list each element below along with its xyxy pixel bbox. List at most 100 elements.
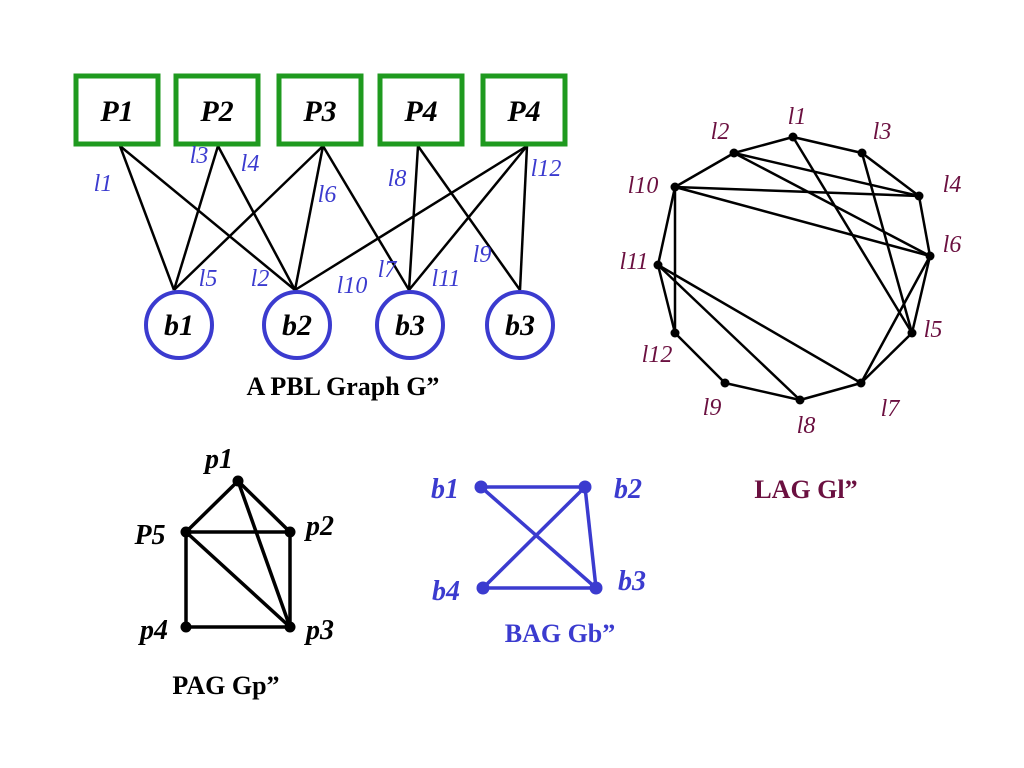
lag-edge — [917, 195, 932, 257]
pbl-edge-label: l2 — [251, 266, 270, 292]
pbl-edge-label: l7 — [378, 257, 398, 283]
pbl-bottom-node: b1 — [144, 290, 214, 360]
lag-edge — [733, 135, 794, 155]
lag-node-dot — [720, 378, 730, 388]
pbl-top-node-box — [173, 73, 261, 147]
pag-edge — [184, 530, 292, 629]
bag-node-dot — [589, 581, 603, 595]
lag-node: l6 — [925, 232, 961, 261]
pbl-edge — [173, 145, 324, 291]
lag-node: l7 — [856, 378, 901, 422]
pag-node-label: P5 — [133, 520, 165, 551]
pag-node-dot — [180, 526, 192, 538]
pbl-bottom-node-label: b3 — [505, 309, 535, 342]
pbl-edge — [408, 145, 528, 291]
pbl-edge-label: l6 — [318, 182, 337, 208]
pbl-top-node: P3 — [276, 73, 364, 147]
pbl-top-node-box — [276, 73, 364, 147]
bag-node-dot — [476, 581, 490, 595]
pag-node: p1 — [203, 444, 244, 487]
pag-node-label: p2 — [304, 511, 334, 542]
pbl-edge — [518, 145, 529, 291]
lag-node: l8 — [795, 395, 816, 439]
lag-node-dot — [795, 395, 805, 405]
lag-node-label: l7 — [881, 396, 901, 422]
lag-node-label: l10 — [628, 173, 659, 199]
pag-node-dot — [284, 526, 296, 538]
pag-node-label: p3 — [304, 615, 334, 646]
pag-node: p2 — [284, 511, 334, 542]
pag-node-dot — [232, 475, 244, 487]
pag-node-dot — [180, 621, 192, 633]
bag-node-label: b1 — [431, 474, 459, 505]
pbl-edge-label: l5 — [199, 266, 218, 292]
lag-node-dot — [857, 148, 867, 158]
pbl-top-node-label: P4 — [506, 95, 540, 128]
bag-node-dot — [578, 480, 592, 494]
lag-edge — [860, 332, 913, 384]
pbl-bottom-node: b3 — [375, 290, 445, 360]
pbl-edge — [118, 145, 176, 291]
pbl-edge — [321, 145, 411, 291]
bag-node-label: b4 — [432, 576, 460, 607]
lag-node-label: l4 — [943, 172, 962, 198]
lag-node: l4 — [914, 172, 962, 201]
pbl-edge-label: l1 — [94, 171, 113, 197]
lag-node-label: l8 — [797, 413, 816, 439]
lag-node-label: l3 — [873, 119, 892, 145]
pbl-edge-label: l8 — [388, 166, 407, 192]
bag-node: b1 — [431, 474, 488, 505]
bag-edge — [481, 485, 587, 590]
pag-node: p3 — [284, 615, 334, 646]
lag-node: l1 — [788, 104, 807, 142]
lag-edge — [910, 255, 932, 334]
lag-node: l10 — [628, 173, 680, 199]
lag-node-dot — [670, 328, 680, 338]
lag-edge — [656, 264, 677, 334]
pbl-top-node: P1 — [73, 73, 161, 147]
lag-edge — [859, 255, 932, 384]
pag-edge — [184, 479, 240, 534]
pbl-edge — [216, 145, 297, 291]
lag-node: l5 — [907, 317, 942, 343]
lag-edge — [674, 151, 735, 189]
lag-edge — [656, 186, 677, 266]
pag-node: P5 — [133, 520, 192, 551]
pbl-bottom-node-label: b1 — [164, 309, 194, 342]
lag-node-label: l1 — [788, 104, 807, 130]
pbl-edges — [118, 144, 529, 292]
bag-caption: BAG Gb” — [505, 619, 616, 648]
bag-node: b3 — [589, 566, 646, 597]
lag-edge — [674, 185, 920, 198]
pbl-edge — [172, 145, 220, 291]
lag-node-dot — [856, 378, 866, 388]
lag-edge — [657, 264, 801, 401]
pbl-top-node-box — [480, 73, 568, 147]
lag-edge — [674, 185, 931, 258]
pbl-edge-label: l3 — [190, 143, 209, 169]
pbl-top-node-box — [377, 73, 465, 147]
lag-node: l9 — [703, 378, 730, 421]
pag-node-dot — [284, 621, 296, 633]
pbl-bottom-node-label: b2 — [282, 309, 312, 342]
bag-node-dot — [474, 480, 488, 494]
pbl-bottom-node: b3 — [485, 290, 555, 360]
pbl-bottom-node-circle — [375, 290, 445, 360]
pbl-edge-label: l4 — [241, 151, 260, 177]
pbl-edge-label: l10 — [337, 273, 368, 299]
pbl-edge — [293, 145, 325, 291]
bag-node-label: b3 — [618, 566, 646, 597]
pbl-bottom-node: b2 — [262, 290, 332, 360]
lag-node-label: l12 — [642, 342, 673, 368]
pbl-bottom-node-circle — [262, 290, 332, 360]
lag-edge — [724, 381, 801, 402]
lag-node-dot — [925, 251, 935, 261]
pbl-bottom-node-label: b3 — [395, 309, 425, 342]
lag-edge — [861, 152, 920, 197]
